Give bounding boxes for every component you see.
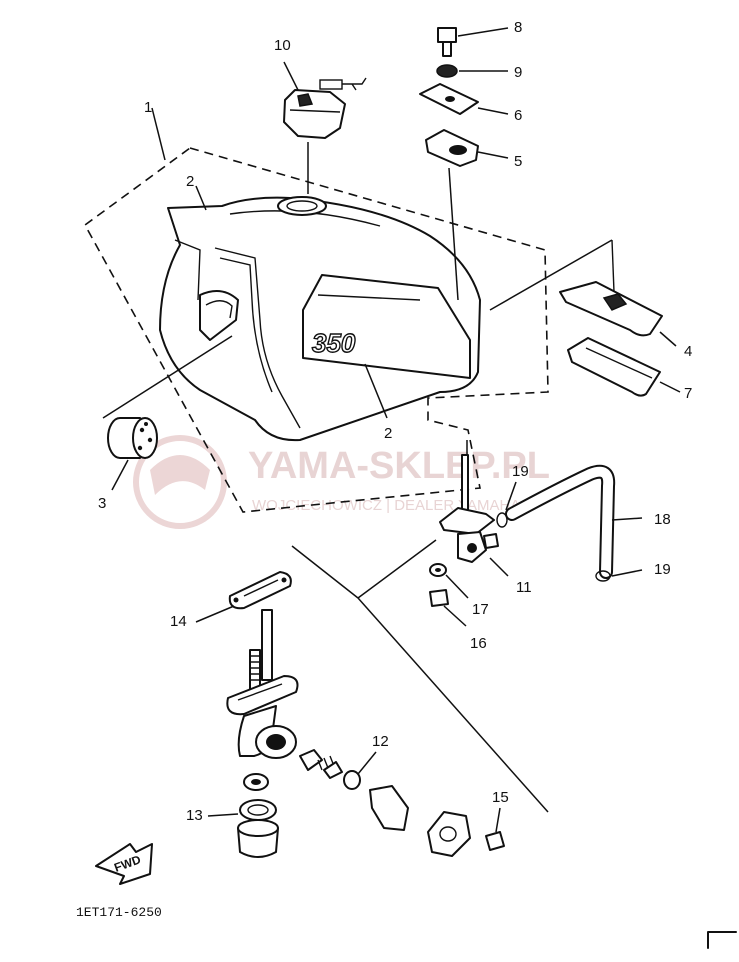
fuel-hose-18	[505, 464, 616, 579]
grommet-3	[107, 417, 158, 459]
callout-5: 5	[514, 153, 522, 170]
washer-9	[436, 64, 458, 78]
leader-4	[659, 331, 677, 347]
callout-15: 15	[492, 789, 509, 806]
exploded-bracket-pointer	[357, 539, 437, 599]
callout-11: 11	[516, 579, 532, 596]
fuel-cock-exploded	[226, 609, 299, 759]
screw-15	[485, 831, 505, 851]
leader-3	[111, 459, 129, 491]
leader-13	[207, 813, 239, 817]
washer-13-top	[243, 773, 269, 791]
exploded-bracket-left	[291, 545, 359, 599]
callout-17: 17	[472, 601, 489, 618]
callout-14: 14	[170, 613, 187, 630]
leader-18	[611, 517, 643, 521]
watermark-subtitle: WOJCIECHOWICZ | DEALER YAMAHA	[252, 497, 520, 514]
leader-19b	[611, 569, 643, 577]
damper-plate-4	[559, 239, 663, 337]
leader-8	[457, 27, 509, 37]
leader-1	[151, 107, 166, 161]
tank-assembly-boundary	[83, 147, 549, 513]
leader-10	[283, 61, 299, 91]
leader-5-tank	[448, 167, 459, 301]
leader-16	[443, 605, 467, 627]
fwd-arrow-icon: FWD	[95, 843, 153, 885]
damper-plate-7	[567, 337, 661, 397]
leader-5	[477, 151, 509, 159]
bolt-8	[437, 27, 457, 57]
callout-9: 9	[514, 64, 522, 81]
leader-6	[477, 107, 509, 115]
leader-11	[489, 557, 509, 577]
callout-8: 8	[514, 19, 522, 36]
leader-2b	[364, 363, 388, 419]
callout-4: 4	[684, 343, 692, 360]
lever-plate	[369, 785, 409, 831]
callout-13: 13	[186, 807, 203, 824]
o-ring-12	[343, 770, 361, 790]
callout-19-lower: 19	[654, 561, 671, 578]
washer-17	[429, 563, 447, 577]
callout-18: 18	[654, 511, 671, 528]
callout-16: 16	[470, 635, 487, 652]
clip-19-lower	[595, 570, 611, 582]
fuel-cap	[283, 77, 367, 139]
gasket-14	[228, 571, 292, 610]
callout-6: 6	[514, 107, 522, 124]
leader-15	[495, 807, 501, 833]
diagram-code: 1ET171-6250	[76, 905, 162, 920]
callout-2-upper: 2	[186, 173, 194, 190]
bracket-5	[425, 129, 479, 167]
callout-10: 10	[274, 37, 291, 54]
corner-mark	[707, 931, 737, 949]
watermark-title: YAMA-SKLEP.PL	[248, 445, 550, 487]
leader-2a	[195, 185, 207, 211]
callout-1: 1	[144, 99, 152, 116]
filter-cup-13	[237, 799, 279, 858]
fuel-tank: 350	[159, 196, 481, 442]
leader-7	[659, 381, 681, 393]
clip-19-upper	[496, 512, 508, 528]
callout-19-upper: 19	[512, 463, 529, 480]
callout-7: 7	[684, 385, 692, 402]
spring-part	[299, 749, 343, 779]
callout-2-lower: 2	[384, 425, 392, 442]
callout-12: 12	[372, 733, 389, 750]
exploded-bracket-right	[357, 597, 549, 813]
fuel-cock-11	[439, 454, 499, 563]
leader-3-tank	[102, 335, 233, 419]
cover-plate	[427, 811, 471, 857]
leader-19a	[505, 481, 517, 511]
leader-17	[445, 574, 469, 599]
damper-6	[419, 83, 479, 115]
leader-12	[357, 751, 377, 775]
leader-4-tank	[489, 239, 613, 311]
tank-badge-350: 350	[312, 328, 356, 358]
watermark: YAMA-SKLEP.PL WOJCIECHOWICZ | DEALER YAM…	[133, 435, 550, 529]
screw-16	[429, 589, 449, 607]
callout-3: 3	[98, 495, 106, 512]
leader-14	[195, 605, 235, 623]
